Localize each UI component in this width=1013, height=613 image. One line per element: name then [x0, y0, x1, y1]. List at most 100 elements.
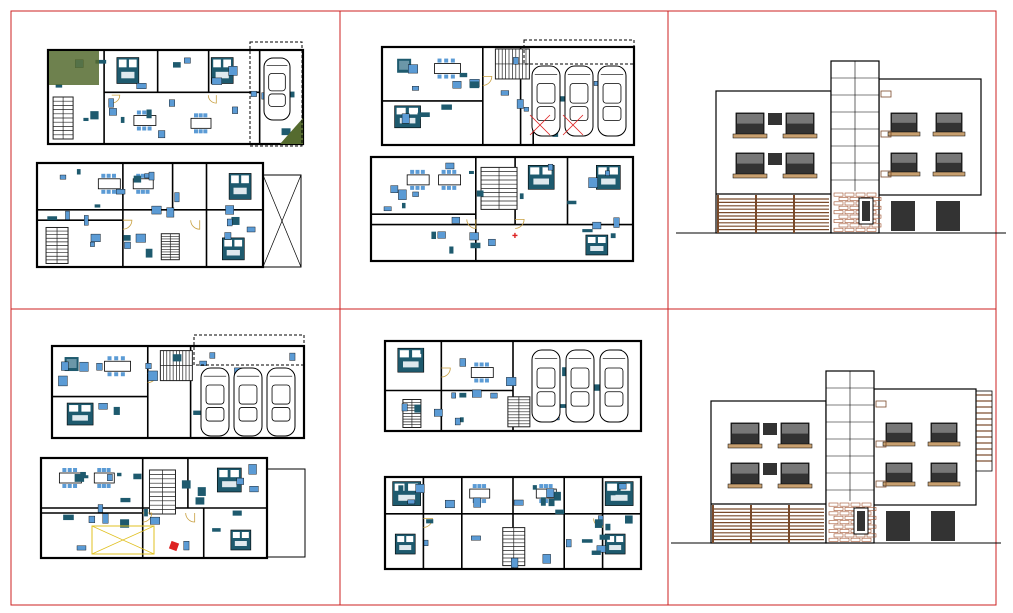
- fixture: [506, 377, 517, 386]
- fixture: [58, 375, 68, 387]
- dining-table-icon: [434, 58, 461, 79]
- fixture: [523, 106, 529, 112]
- door-swing-red: [529, 114, 584, 136]
- fixture: [423, 539, 429, 546]
- frame-border: [10, 10, 997, 606]
- furniture-block: [558, 404, 567, 408]
- window-icon: [732, 152, 768, 179]
- window-icon: [882, 422, 916, 447]
- fixture: [225, 205, 234, 215]
- furniture-block: [476, 190, 484, 197]
- bed-icon: [222, 237, 245, 261]
- window-sill: [887, 131, 921, 137]
- fixture: [61, 361, 69, 371]
- furniture-block: [281, 128, 291, 136]
- fixture: [469, 232, 479, 241]
- fixture: [407, 499, 416, 505]
- fixture: [109, 108, 117, 116]
- car-icon: [531, 65, 561, 137]
- fixture: [415, 484, 425, 493]
- fixture: [250, 90, 257, 97]
- furniture-block: [560, 96, 569, 102]
- upper-floor-plan-b: [369, 155, 635, 263]
- window-sill: [782, 133, 818, 139]
- furniture-block: [212, 528, 221, 532]
- dining-table-icon: [406, 169, 430, 190]
- window-icon: [887, 112, 921, 137]
- entrance-door-glass: [857, 511, 865, 531]
- fixture: [605, 170, 610, 176]
- fixture: [513, 57, 519, 65]
- window-sill: [887, 171, 921, 177]
- window-icon: [777, 462, 813, 489]
- ground-floor-plan-c: [50, 344, 306, 440]
- fixture: [566, 539, 572, 548]
- fixture: [408, 64, 418, 74]
- stair-icon: [160, 233, 180, 261]
- fixture: [513, 499, 524, 506]
- furniture-block: [441, 104, 452, 110]
- car-icon: [233, 367, 263, 437]
- fixture: [183, 540, 190, 551]
- furniture-block: [468, 170, 474, 174]
- window-sill: [777, 483, 813, 489]
- window-sill: [927, 481, 961, 487]
- furniture-block: [120, 519, 130, 528]
- furniture-block: [548, 498, 555, 507]
- window-icon: [882, 462, 916, 487]
- fixture: [500, 90, 509, 96]
- ground-floor-plan-d: [383, 339, 643, 433]
- furniture-block: [599, 534, 610, 540]
- ground-window: [886, 511, 910, 541]
- furniture-block: [55, 84, 63, 88]
- door-icon: [423, 518, 433, 528]
- fixture: [451, 392, 456, 399]
- balcony-rail: [880, 170, 892, 178]
- ground-floor-plan-b: [380, 45, 636, 147]
- fixture: [618, 483, 627, 490]
- fixture: [451, 216, 460, 224]
- yellow-hatch-zone: [91, 525, 155, 555]
- window-sill: [882, 481, 916, 487]
- side-timber-fins: [976, 394, 992, 462]
- stair-icon: [502, 527, 526, 567]
- carport-outline: [249, 41, 303, 147]
- front-elevation-1: [676, 60, 1006, 234]
- balcony-rail: [875, 400, 887, 408]
- furniture-block: [83, 117, 89, 122]
- stair-icon: [159, 350, 193, 382]
- furniture-block: [193, 410, 204, 415]
- furniture-block: [133, 473, 142, 480]
- small-window: [763, 423, 777, 435]
- fixture: [97, 504, 104, 513]
- fixture: [145, 363, 152, 369]
- fixture: [84, 215, 89, 226]
- bed-icon: [397, 347, 425, 373]
- balcony-rail: [880, 90, 892, 98]
- timber-cladding: [717, 195, 829, 233]
- terrace-box: [262, 174, 302, 268]
- furniture-block: [286, 91, 295, 98]
- fixture: [107, 474, 113, 481]
- window-icon: [782, 112, 818, 139]
- side-fin-frame: [975, 390, 993, 472]
- fixture: [124, 241, 131, 249]
- fixture: [542, 554, 551, 564]
- fixture: [211, 77, 223, 85]
- furniture-block: [146, 109, 152, 119]
- fixture: [398, 189, 407, 200]
- furniture-block: [470, 242, 481, 249]
- ground-window: [936, 201, 960, 231]
- timber-cladding: [712, 505, 824, 543]
- fixture: [390, 185, 399, 193]
- fixture: [96, 363, 103, 371]
- furniture-block: [540, 497, 546, 506]
- furniture-block: [581, 539, 593, 543]
- door-icon: [122, 219, 133, 230]
- furniture-block: [120, 497, 131, 503]
- furniture-block: [401, 202, 406, 209]
- door-icon: [142, 512, 153, 523]
- carport-roof: [193, 334, 305, 366]
- furniture-block: [63, 514, 74, 521]
- fixture: [473, 497, 481, 508]
